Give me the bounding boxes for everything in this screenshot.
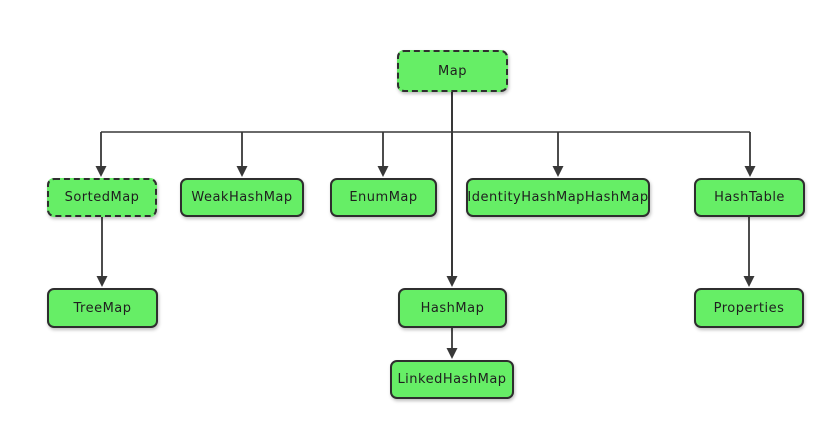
- node-treemap: TreeMap: [47, 288, 158, 328]
- edge-map-hashtable: [744, 132, 756, 177]
- node-label: HashTable: [714, 190, 785, 205]
- edge-map-hashmap: [446, 92, 458, 287]
- node-label: WeakHashMap: [191, 190, 293, 205]
- edge-hashtable-properties: [743, 217, 755, 287]
- node-properties: Properties: [694, 288, 804, 328]
- node-weakhashmap: WeakHashMap: [180, 178, 304, 217]
- edge-map-weakhashmap: [236, 132, 248, 177]
- edge-map-sortedmap: [95, 132, 107, 177]
- node-sortedmap: SortedMap: [47, 178, 157, 217]
- node-identityhashmaphashmap: IdentityHashMapHashMap: [466, 178, 650, 217]
- node-enummap: EnumMap: [330, 178, 437, 217]
- node-label: SortedMap: [64, 190, 140, 205]
- node-label: HashMap: [420, 300, 485, 316]
- node-hashmap: HashMap: [398, 288, 507, 328]
- node-label: Properties: [713, 300, 785, 316]
- edge-map-enummap: [377, 132, 389, 177]
- node-label: LinkedHashMap: [397, 372, 507, 387]
- node-label: IdentityHashMapHashMap: [467, 190, 649, 205]
- edge-hashmap-linkedhashmap: [446, 328, 458, 359]
- node-hashtable: HashTable: [694, 178, 805, 217]
- edge-map-identityhashmaphashmap: [552, 132, 564, 177]
- node-map: Map: [397, 50, 508, 92]
- edge-sortedmap-treemap: [96, 217, 108, 287]
- node-label: EnumMap: [349, 190, 418, 205]
- node-label: TreeMap: [73, 300, 132, 316]
- node-linkedhashmap: LinkedHashMap: [390, 360, 514, 399]
- node-label: Map: [438, 63, 467, 79]
